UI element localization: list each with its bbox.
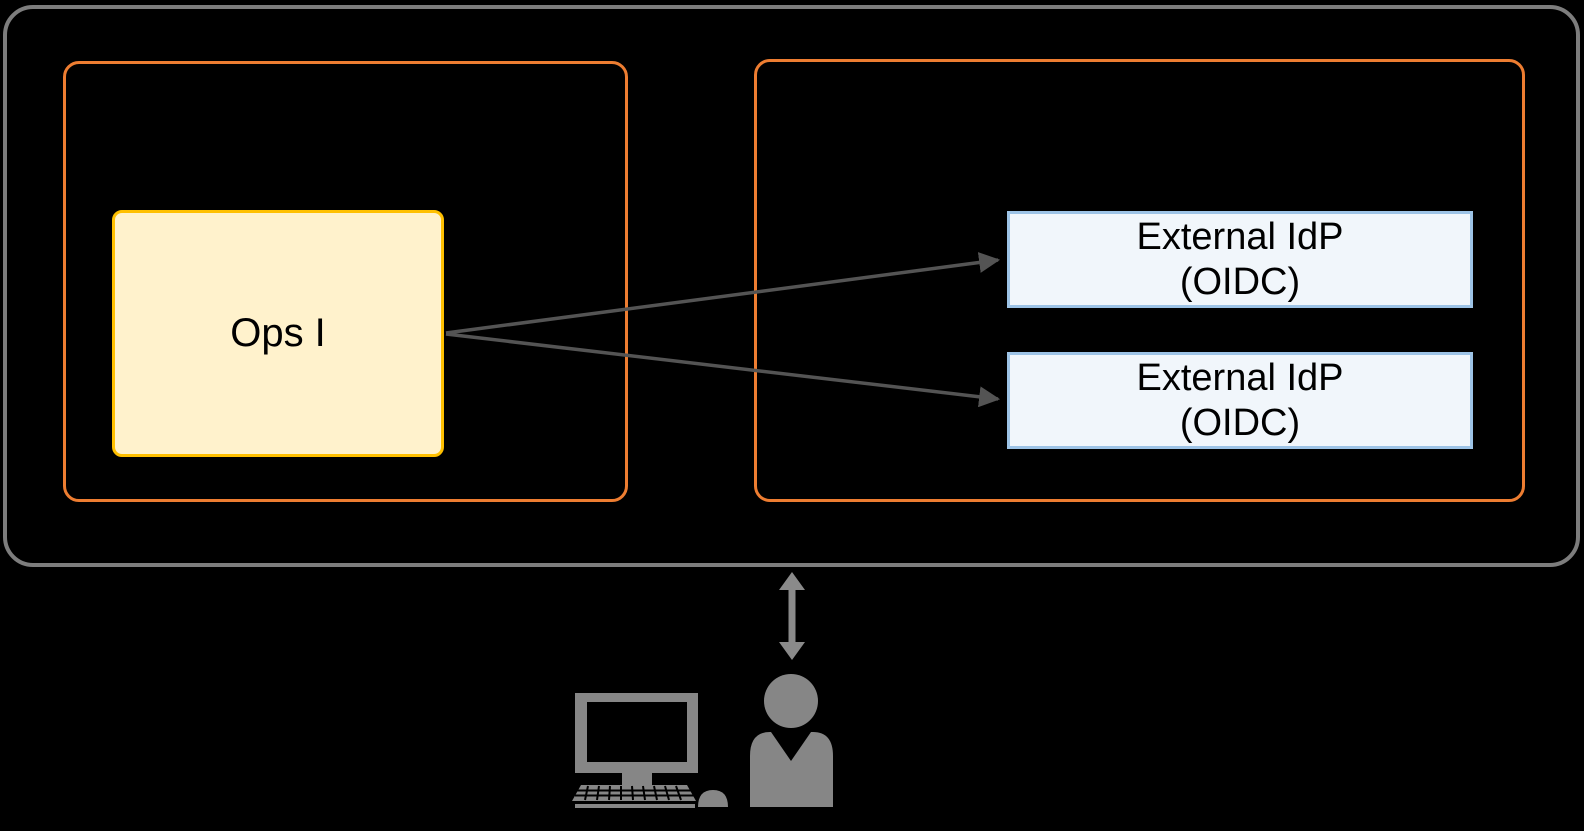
external-idp-box-1-line2: (OIDC) (1179, 260, 1301, 303)
desktop-computer-icon (572, 693, 728, 808)
external-idp-box-1-line1: External IdP (1136, 215, 1344, 258)
external-idp-box-2-line1: External IdP (1136, 356, 1344, 399)
user-icon (750, 674, 833, 807)
monitor-icon (575, 693, 698, 785)
mouse-icon (698, 790, 728, 807)
external-idp-box-2-line2: (OIDC) (1179, 401, 1301, 444)
ops-box-label: Ops I (230, 311, 326, 355)
double-headed-arrow-icon (779, 572, 805, 660)
external-idp-box-1: External IdP (OIDC) (1007, 211, 1473, 308)
keyboard-icon (572, 785, 696, 808)
external-idp-box-2: External IdP (OIDC) (1007, 352, 1473, 449)
right-zone-frame (754, 59, 1525, 502)
left-zone-frame (63, 61, 628, 502)
ops-box: Ops I (112, 210, 444, 457)
outer-boundary-frame (3, 5, 1580, 567)
connector-arrow-ops-to-idp-1 (445, 252, 1001, 335)
connector-arrow-ops-to-idp-2 (445, 332, 1001, 408)
